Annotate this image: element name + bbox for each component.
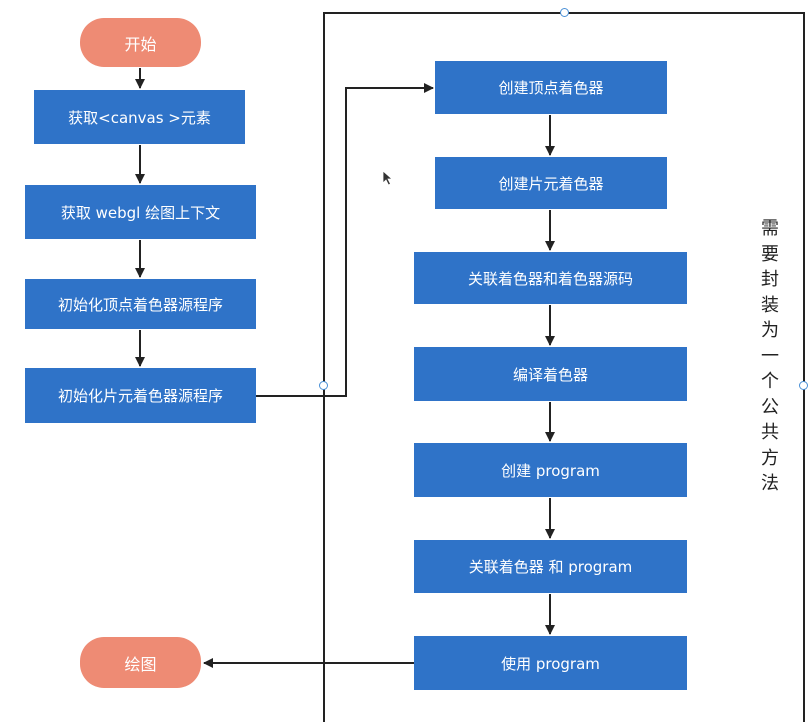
draw-node[interactable]: 绘图 — [80, 637, 201, 688]
method-note: 需要封装为一个公共方法 — [761, 218, 779, 494]
step-init-vertex-source[interactable]: 初始化顶点着色器源程序 — [25, 279, 256, 329]
frame-handle-left[interactable] — [319, 381, 328, 390]
arrow-left-to-method — [256, 83, 434, 397]
step-get-webgl-context[interactable]: 获取 webgl 绘图上下文 — [25, 185, 256, 239]
step-create-program[interactable]: 创建 program — [414, 443, 687, 497]
step-get-canvas[interactable]: 获取<canvas >元素 — [34, 90, 245, 144]
start-node[interactable]: 开始 — [80, 18, 201, 67]
step-create-fragment-shader[interactable]: 创建片元着色器 — [435, 157, 667, 209]
step-create-vertex-shader[interactable]: 创建顶点着色器 — [435, 61, 667, 114]
frame-handle-right[interactable] — [799, 381, 808, 390]
step-init-fragment-source[interactable]: 初始化片元着色器源程序 — [25, 368, 256, 423]
step-compile-shader[interactable]: 编译着色器 — [414, 347, 687, 401]
frame-handle-top[interactable] — [560, 8, 569, 17]
step-use-program[interactable]: 使用 program — [414, 636, 687, 690]
mouse-cursor-icon — [382, 170, 394, 186]
step-attach-shader-source[interactable]: 关联着色器和着色器源码 — [414, 252, 687, 304]
step-attach-shader-program[interactable]: 关联着色器 和 program — [414, 540, 687, 593]
